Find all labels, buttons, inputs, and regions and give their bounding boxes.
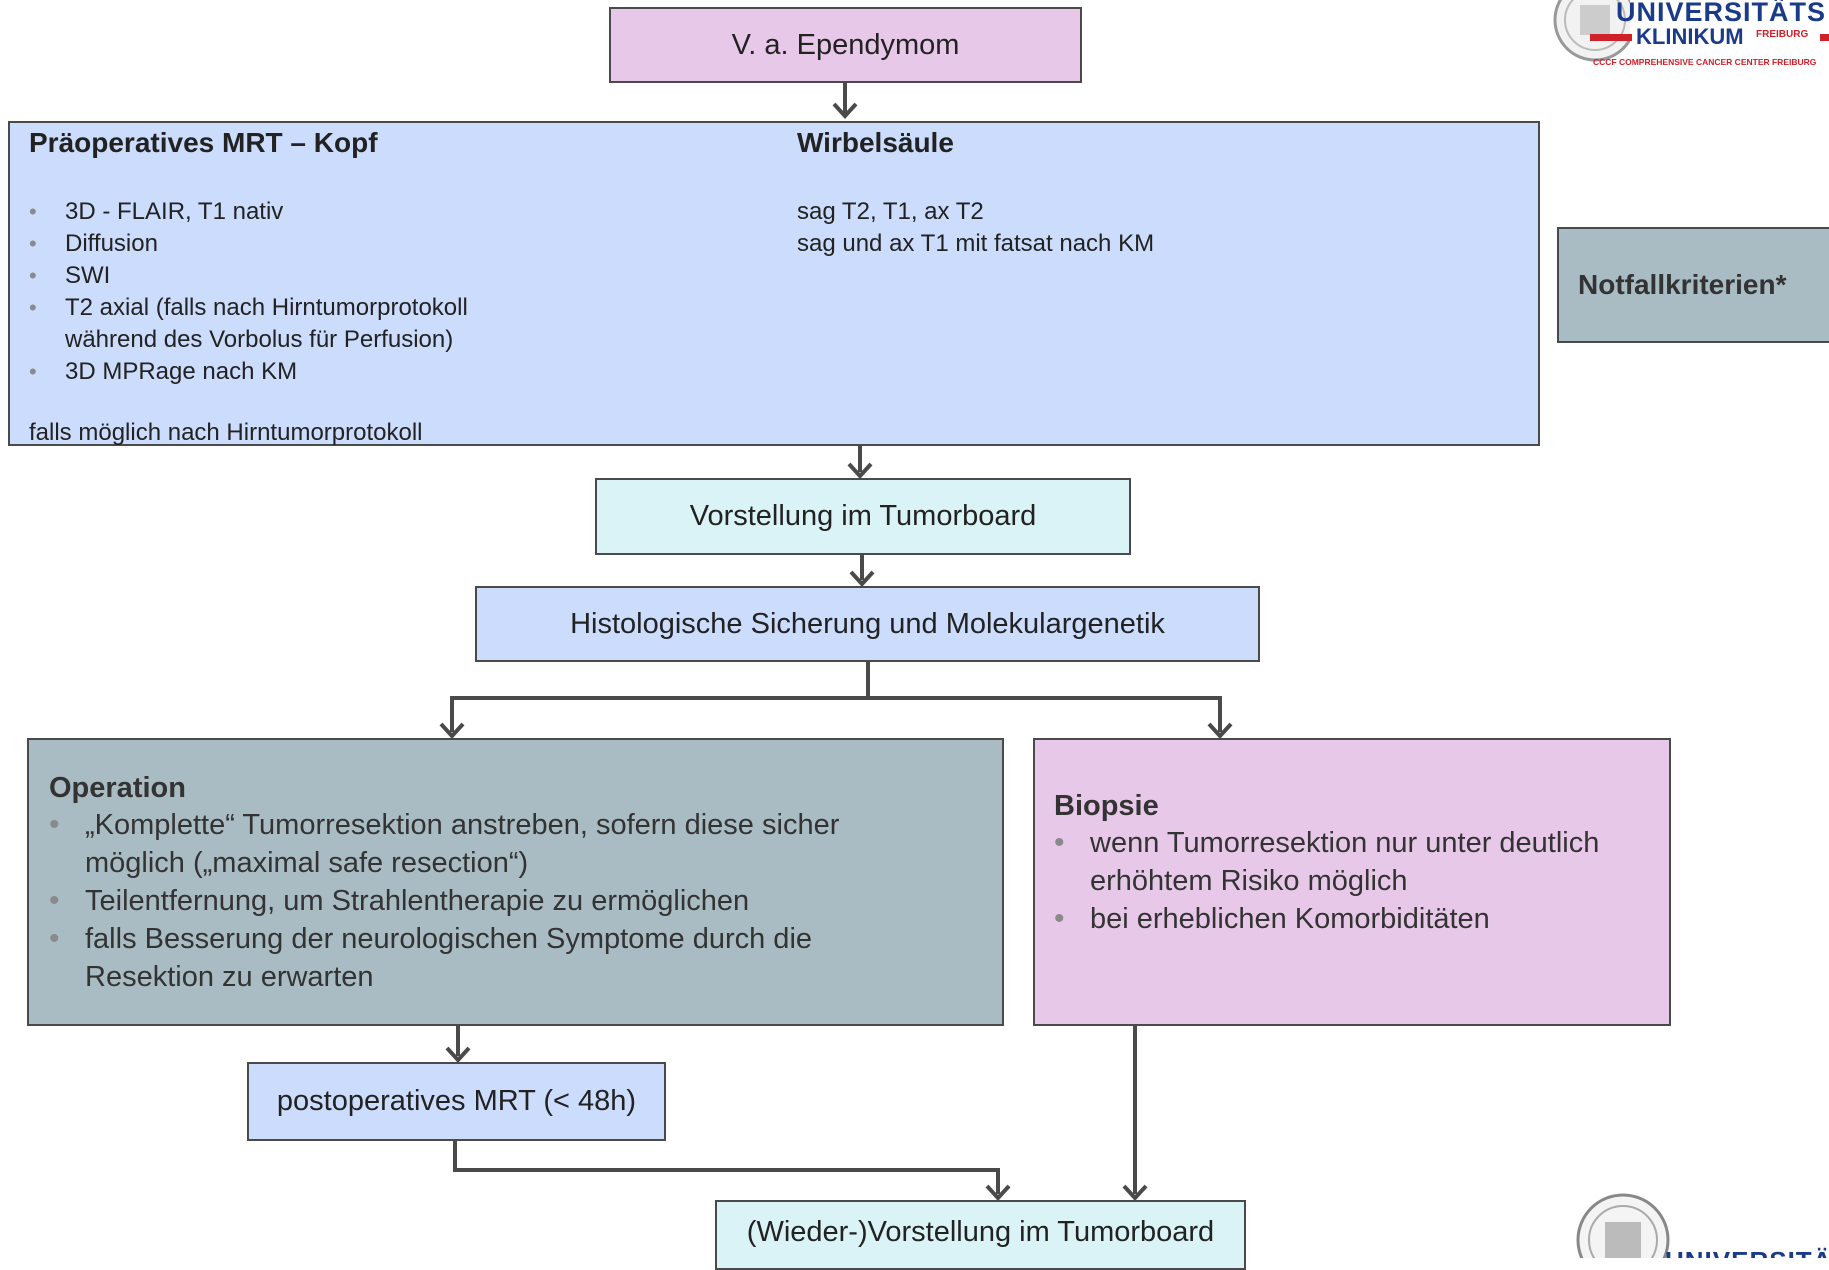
mrt-kopf-title: Präoperatives MRT – Kopf — [29, 127, 378, 158]
wieder-label: (Wieder-)Vorstellung im Tumorboard — [746, 1216, 1215, 1248]
list-item: wenn Tumorresektion nur unter deutlich e… — [1054, 824, 1644, 900]
list-item: T2 axial (falls nach Hirntumorprotokoll … — [29, 292, 555, 356]
logo-line2-suffix: FREIBURG — [1756, 29, 1809, 40]
logo-line1: UNIVERSITÄTS — [1616, 0, 1827, 27]
operation-title: Operation — [49, 772, 186, 804]
arrow-histologie-to-operation — [450, 660, 870, 732]
arrowhead — [849, 570, 875, 587]
start-box: V. a. Ependymom — [609, 7, 1082, 83]
arrowhead — [439, 722, 465, 739]
operation-list: „Komplette“ Tumorresektion anstreben, so… — [49, 806, 949, 996]
logo-red-bar-right — [1820, 34, 1829, 41]
operation-box: Operation „Komplette“ Tumorresektion ans… — [27, 738, 1004, 1026]
biopsie-title: Biopsie — [1054, 790, 1159, 822]
arrowhead — [985, 1184, 1011, 1201]
list-item: SWI — [29, 260, 589, 292]
seal-icon — [1576, 1193, 1670, 1258]
logo-line2-row: KLINIKUM FREIBURG — [1590, 24, 1829, 50]
biopsie-list: wenn Tumorresektion nur unter deutlich e… — [1054, 824, 1644, 938]
list-item: 3D MPRage nach KM — [29, 356, 589, 388]
mrt-kopf-list: 3D - FLAIR, T1 nativ Diffusion SWI T2 ax… — [29, 196, 589, 388]
arrowhead — [1122, 1184, 1148, 1201]
arrowhead — [1207, 722, 1233, 739]
tumorboard-label: Vorstellung im Tumorboard — [689, 500, 1037, 532]
notfall-label: Notfallkriterien* — [1578, 269, 1787, 300]
list-item: „Komplette“ Tumorresektion anstreben, so… — [49, 806, 925, 882]
arrowhead — [445, 1046, 471, 1063]
postop-label: postoperatives MRT (< 48h) — [276, 1085, 637, 1117]
arrowhead — [832, 102, 858, 119]
list-item: bei erheblichen Komorbiditäten — [1054, 900, 1644, 938]
histologie-label: Histologische Sicherung und Molekulargen… — [570, 607, 1165, 640]
uniklinik-logo-bottom: UNIVERSITÄTS — [1575, 1190, 1829, 1258]
mrt-ws-line1: sag T2, T1, ax T2 — [797, 198, 984, 225]
uniklinik-logo-top: UNIVERSITÄTS KLINIKUM FREIBURG CCCF COMP… — [1540, 0, 1829, 100]
start-label: V. a. Ependymom — [731, 28, 960, 61]
histologie-box: Histologische Sicherung und Molekulargen… — [475, 586, 1260, 662]
logo-line2: KLINIKUM — [1636, 24, 1744, 49]
logo-bottom-text: UNIVERSITÄTS — [1665, 1246, 1829, 1258]
list-item: falls Besserung der neurologischen Sympt… — [49, 920, 925, 996]
list-item: 3D - FLAIR, T1 nativ — [29, 196, 589, 228]
mrt-kopf-note: falls möglich nach Hirntumorprotokoll — [29, 419, 423, 446]
notfall-box: Notfallkriterien* — [1557, 227, 1829, 343]
mrt-ws-line2: sag und ax T1 mit fatsat nach KM — [797, 230, 1155, 257]
logo-red-bar — [1590, 34, 1632, 41]
wieder-box: (Wieder-)Vorstellung im Tumorboard — [715, 1200, 1246, 1270]
list-item: Diffusion — [29, 228, 589, 260]
arrow-postop-to-wieder — [453, 1139, 1000, 1194]
arrow-histologie-to-biopsie — [866, 696, 1222, 732]
seal-icon — [1553, 0, 1630, 62]
arrowhead — [847, 462, 873, 479]
mrt-box: Präoperatives MRT – Kopf 3D - FLAIR, T1 … — [8, 121, 1540, 446]
tumorboard-box: Vorstellung im Tumorboard — [595, 478, 1131, 555]
list-item: Teilentfernung, um Strahlentherapie zu e… — [49, 882, 949, 920]
biopsie-box: Biopsie wenn Tumorresektion nur unter de… — [1033, 738, 1671, 1026]
mrt-ws-title: Wirbelsäule — [797, 127, 954, 158]
postop-box: postoperatives MRT (< 48h) — [247, 1062, 666, 1141]
logo-line3: CCCF COMPREHENSIVE CANCER CENTER FREIBUR… — [1593, 57, 1817, 67]
